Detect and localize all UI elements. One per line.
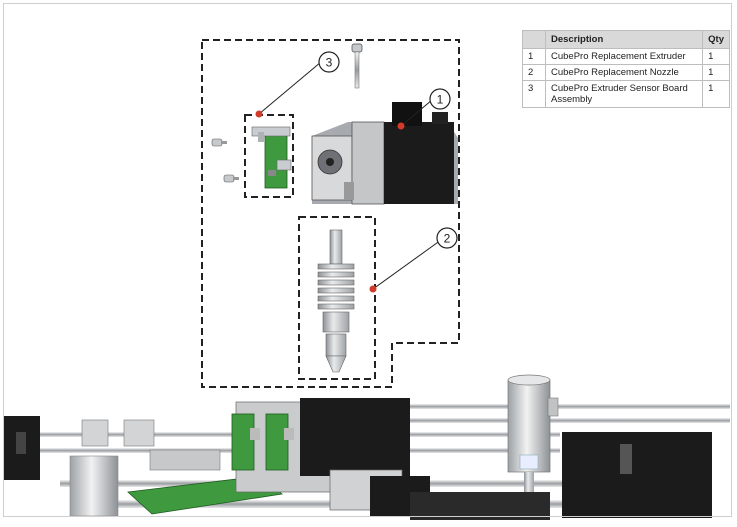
col-header-number (522, 30, 546, 49)
screw-icon (211, 138, 227, 147)
extruder-part (311, 102, 458, 205)
row-number: 2 (522, 64, 546, 81)
nozzle-part (317, 229, 355, 373)
callout-dot (397, 122, 405, 130)
callout-dot (255, 110, 263, 118)
table-row: 2 CubePro Replacement Nozzle 1 (522, 64, 730, 81)
row-qty: 1 (702, 48, 730, 65)
table-row: 3 CubePro Extruder Sensor Board Assembly… (522, 80, 730, 108)
long-screw-icon (351, 43, 363, 89)
col-header-qty: Qty (702, 30, 730, 49)
sensor-board-part (251, 126, 292, 189)
parts-table: Description Qty 1 CubePro Replacement Ex… (522, 30, 730, 108)
row-qty: 1 (702, 80, 730, 108)
callout-3-label: 3 (326, 56, 333, 70)
table-header-row: Description Qty (522, 30, 730, 49)
callout-1: 1 (397, 88, 451, 130)
dashed-assembly-outline (201, 39, 460, 388)
screw-icon (223, 174, 239, 183)
callout-2: 2 (369, 227, 458, 293)
callout-3: 3 (255, 51, 340, 118)
callout-1-label: 1 (437, 93, 444, 107)
table-row: 1 CubePro Replacement Extruder 1 (522, 48, 730, 65)
row-number: 1 (522, 48, 546, 65)
callout-2-label: 2 (444, 232, 451, 246)
row-qty: 1 (702, 64, 730, 81)
printer-carriage (4, 374, 730, 520)
row-description: CubePro Extruder Sensor Board Assembly (544, 80, 704, 108)
row-description: CubePro Replacement Extruder (544, 48, 704, 65)
callout-dot (369, 285, 377, 293)
col-header-description: Description (544, 30, 704, 49)
row-number: 3 (522, 80, 546, 108)
row-description: CubePro Replacement Nozzle (544, 64, 704, 81)
